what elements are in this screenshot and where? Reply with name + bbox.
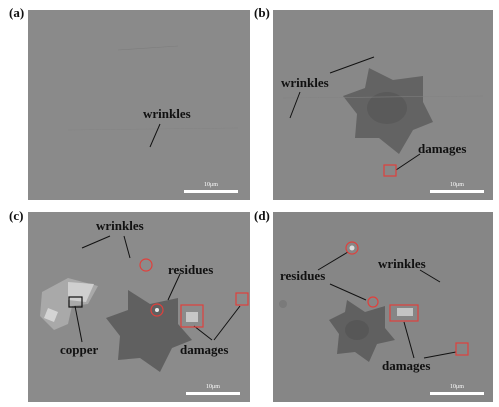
annotation-wrinkles-c: wrinkles	[96, 218, 144, 233]
panel-label-d: (d)	[254, 208, 270, 223]
sem-image-a	[28, 10, 250, 200]
residue-marker-d2	[367, 296, 379, 308]
scale-bar-a	[184, 190, 238, 193]
sem-image-c	[28, 212, 250, 402]
panel-label-b: (b)	[254, 5, 270, 20]
damage-marker-c1	[180, 304, 204, 328]
sem-background-a	[28, 10, 250, 200]
sem-background-d	[273, 212, 493, 402]
damage-marker-d1	[389, 304, 419, 322]
annotation-damages-b: damages	[418, 141, 467, 156]
sem-background-c	[28, 212, 250, 402]
residue-marker-d1	[345, 241, 359, 255]
sem-background-b	[273, 10, 493, 200]
residue-marker-c2	[150, 303, 164, 317]
damage-marker-d2	[455, 342, 469, 356]
damage-marker-b	[383, 164, 397, 177]
annotation-residues-d: residues	[280, 268, 326, 283]
scale-label-c: 10μm	[206, 384, 220, 390]
annotation-residues-c: residues	[168, 262, 214, 277]
damage-marker-c2	[235, 292, 249, 306]
panel-label-a: (a)	[9, 5, 25, 20]
annotation-wrinkles-b: wrinkles	[281, 75, 329, 90]
annotation-wrinkles-a: wrinkles	[143, 106, 191, 121]
annotation-wrinkles-d: wrinkles	[378, 256, 426, 271]
sem-image-d	[273, 212, 493, 402]
scale-label-d: 10μm	[450, 384, 464, 390]
scale-bar-d	[430, 392, 484, 395]
annotation-damages-d: damages	[382, 358, 431, 373]
scale-bar-c	[186, 392, 240, 395]
sem-image-b	[273, 10, 493, 200]
copper-marker-c	[68, 296, 83, 308]
annotation-damages-c: damages	[180, 342, 229, 357]
panel-label-c: (c)	[9, 208, 24, 223]
residue-marker-c1	[139, 258, 153, 272]
scale-bar-b	[430, 190, 484, 193]
annotation-copper-c: copper	[60, 342, 99, 357]
scale-label-a: 10μm	[204, 182, 218, 188]
scale-label-b: 10μm	[450, 182, 464, 188]
